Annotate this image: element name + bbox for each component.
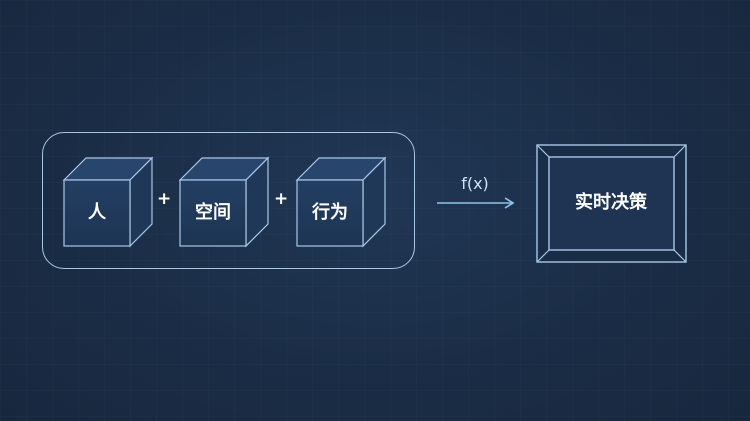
cube-space — [178, 156, 270, 248]
cube-person — [62, 156, 154, 248]
cube-behavior — [295, 156, 387, 248]
function-label: f(x) — [461, 174, 489, 193]
cube-person-label: 人 — [88, 202, 106, 223]
cube-space-label: 空间 — [195, 202, 231, 223]
output-label: 实时决策 — [575, 192, 647, 213]
plus-operator-1: + — [157, 189, 172, 209]
arrow-right-icon — [437, 197, 515, 209]
input-group-frame — [42, 132, 415, 269]
output-box — [536, 144, 687, 263]
plus-operator-2: + — [274, 189, 289, 209]
cube-behavior-label: 行为 — [312, 202, 348, 223]
